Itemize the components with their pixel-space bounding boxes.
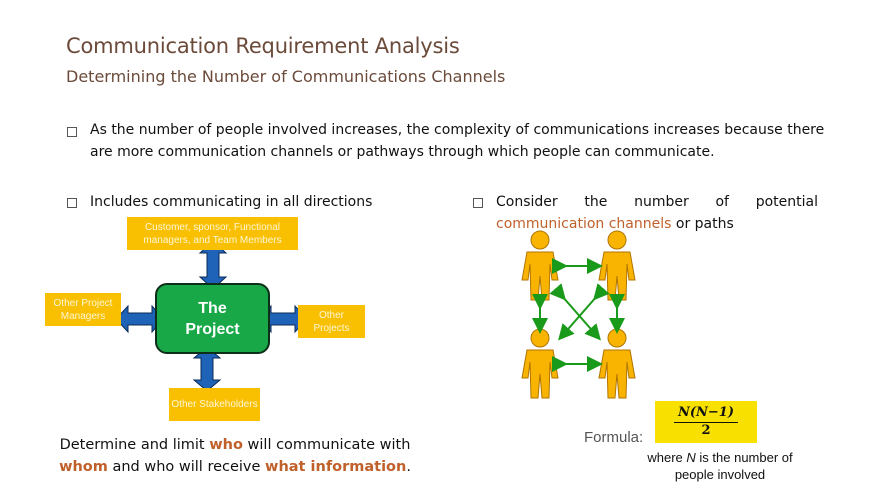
highlight-communication-channels: communication channels	[496, 216, 672, 232]
person-bottom-right	[598, 328, 636, 399]
statement-part2: will communicate with	[242, 437, 411, 453]
channels-suffix: or paths	[671, 216, 734, 232]
label-other-stakeholders: Other Stakeholders	[169, 388, 260, 421]
project-box-line1: The	[198, 299, 227, 317]
bullet-text-directions: Includes communicating in all directions	[90, 194, 373, 210]
bullet-marker	[473, 198, 483, 208]
where-variable: N	[686, 450, 696, 465]
slide-subtitle: Determining the Number of Communications…	[66, 67, 506, 86]
bullet-marker	[67, 127, 77, 137]
bullet-text-channels: Consider the number of potential communi…	[496, 191, 818, 235]
label-other-projects: Other Projects	[298, 305, 365, 338]
bullet-text-channels-line2: communication channels or paths	[496, 213, 818, 235]
project-box: The Project	[155, 283, 270, 354]
person-top-left	[521, 230, 559, 301]
statement-part1: Determine and limit	[59, 437, 210, 453]
formula-explanation: where N is the number of people involved	[640, 449, 800, 483]
person-top-right	[598, 230, 636, 301]
formula-label: Formula:	[584, 429, 644, 446]
bullet-marker	[67, 198, 77, 208]
formula-box: N(N−1) 2	[655, 401, 757, 443]
statement-part3: and who will receive	[107, 459, 266, 475]
statement-whom: whom	[59, 459, 108, 475]
channel-diagonal-2	[558, 283, 610, 341]
where-prefix: where	[647, 450, 687, 465]
formula-denominator: 2	[701, 423, 711, 438]
project-box-line2: Project	[185, 320, 240, 338]
label-other-project-managers: Other Project Managers	[45, 293, 121, 326]
bullet-text-channels-line1: Consider the number of potential	[496, 194, 818, 210]
bullet-text-complexity: As the number of people involved increas…	[90, 122, 825, 160]
where-suffix: is the number of people involved	[674, 450, 793, 482]
label-customers: Customer, sponsor, Functional managers, …	[127, 217, 298, 250]
slide-title: Communication Requirement Analysis	[66, 34, 460, 58]
statement-what: what information	[265, 459, 407, 475]
statement-part4: .	[406, 459, 411, 475]
statement-text: Determine and limit who will communicate…	[55, 434, 415, 478]
person-bottom-left	[521, 328, 559, 399]
formula-numerator: N(N−1)	[673, 405, 738, 423]
statement-who: who	[209, 437, 243, 453]
